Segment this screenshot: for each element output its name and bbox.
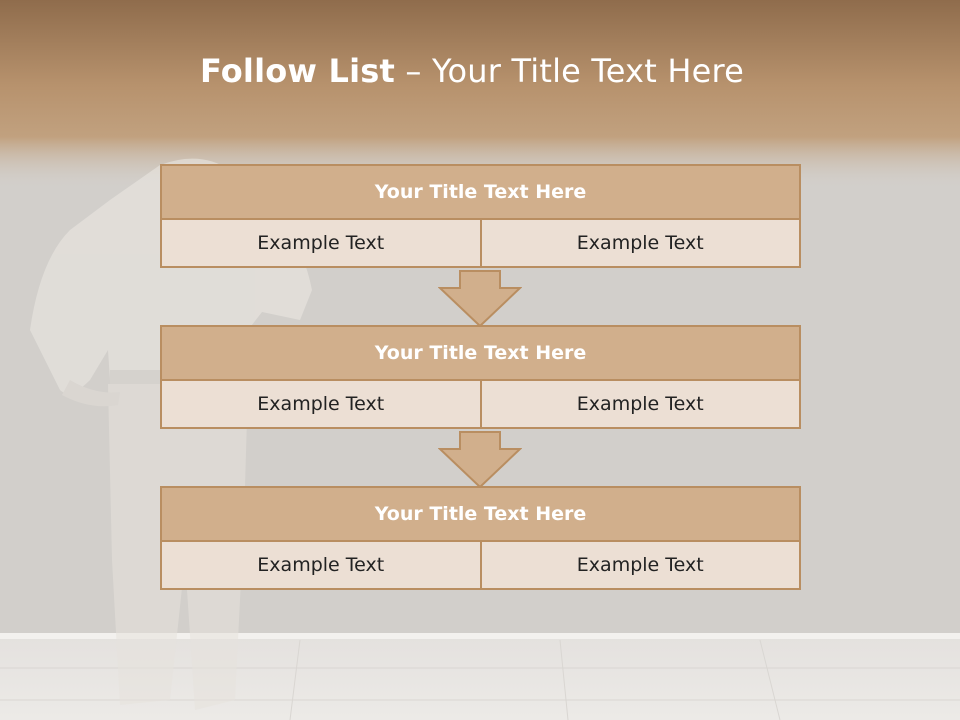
down-arrow-icon: [438, 431, 522, 489]
step-1-left-text: Example Text: [160, 218, 482, 268]
step-2-title: Your Title Text Here: [160, 325, 801, 381]
slide-title: Follow List – Your Title Text Here: [0, 52, 944, 90]
title-rest: – Your Title Text Here: [405, 52, 745, 90]
title-bold: Follow List: [199, 52, 396, 90]
step-1-row: Example Text Example Text: [160, 218, 801, 268]
step-box-2: Your Title Text Here Example Text Exampl…: [160, 325, 801, 429]
step-3-row: Example Text Example Text: [160, 540, 801, 590]
step-box-3: Your Title Text Here Example Text Exampl…: [160, 486, 801, 590]
step-3-left-text: Example Text: [160, 540, 482, 590]
step-2-left-text: Example Text: [160, 379, 482, 429]
step-box-1: Your Title Text Here Example Text Exampl…: [160, 164, 801, 268]
down-arrow-icon: [438, 270, 522, 328]
step-2-right-text: Example Text: [481, 379, 801, 429]
step-3-right-text: Example Text: [481, 540, 801, 590]
step-3-title: Your Title Text Here: [160, 486, 801, 542]
step-1-right-text: Example Text: [481, 218, 801, 268]
step-1-title: Your Title Text Here: [160, 164, 801, 220]
step-2-row: Example Text Example Text: [160, 379, 801, 429]
